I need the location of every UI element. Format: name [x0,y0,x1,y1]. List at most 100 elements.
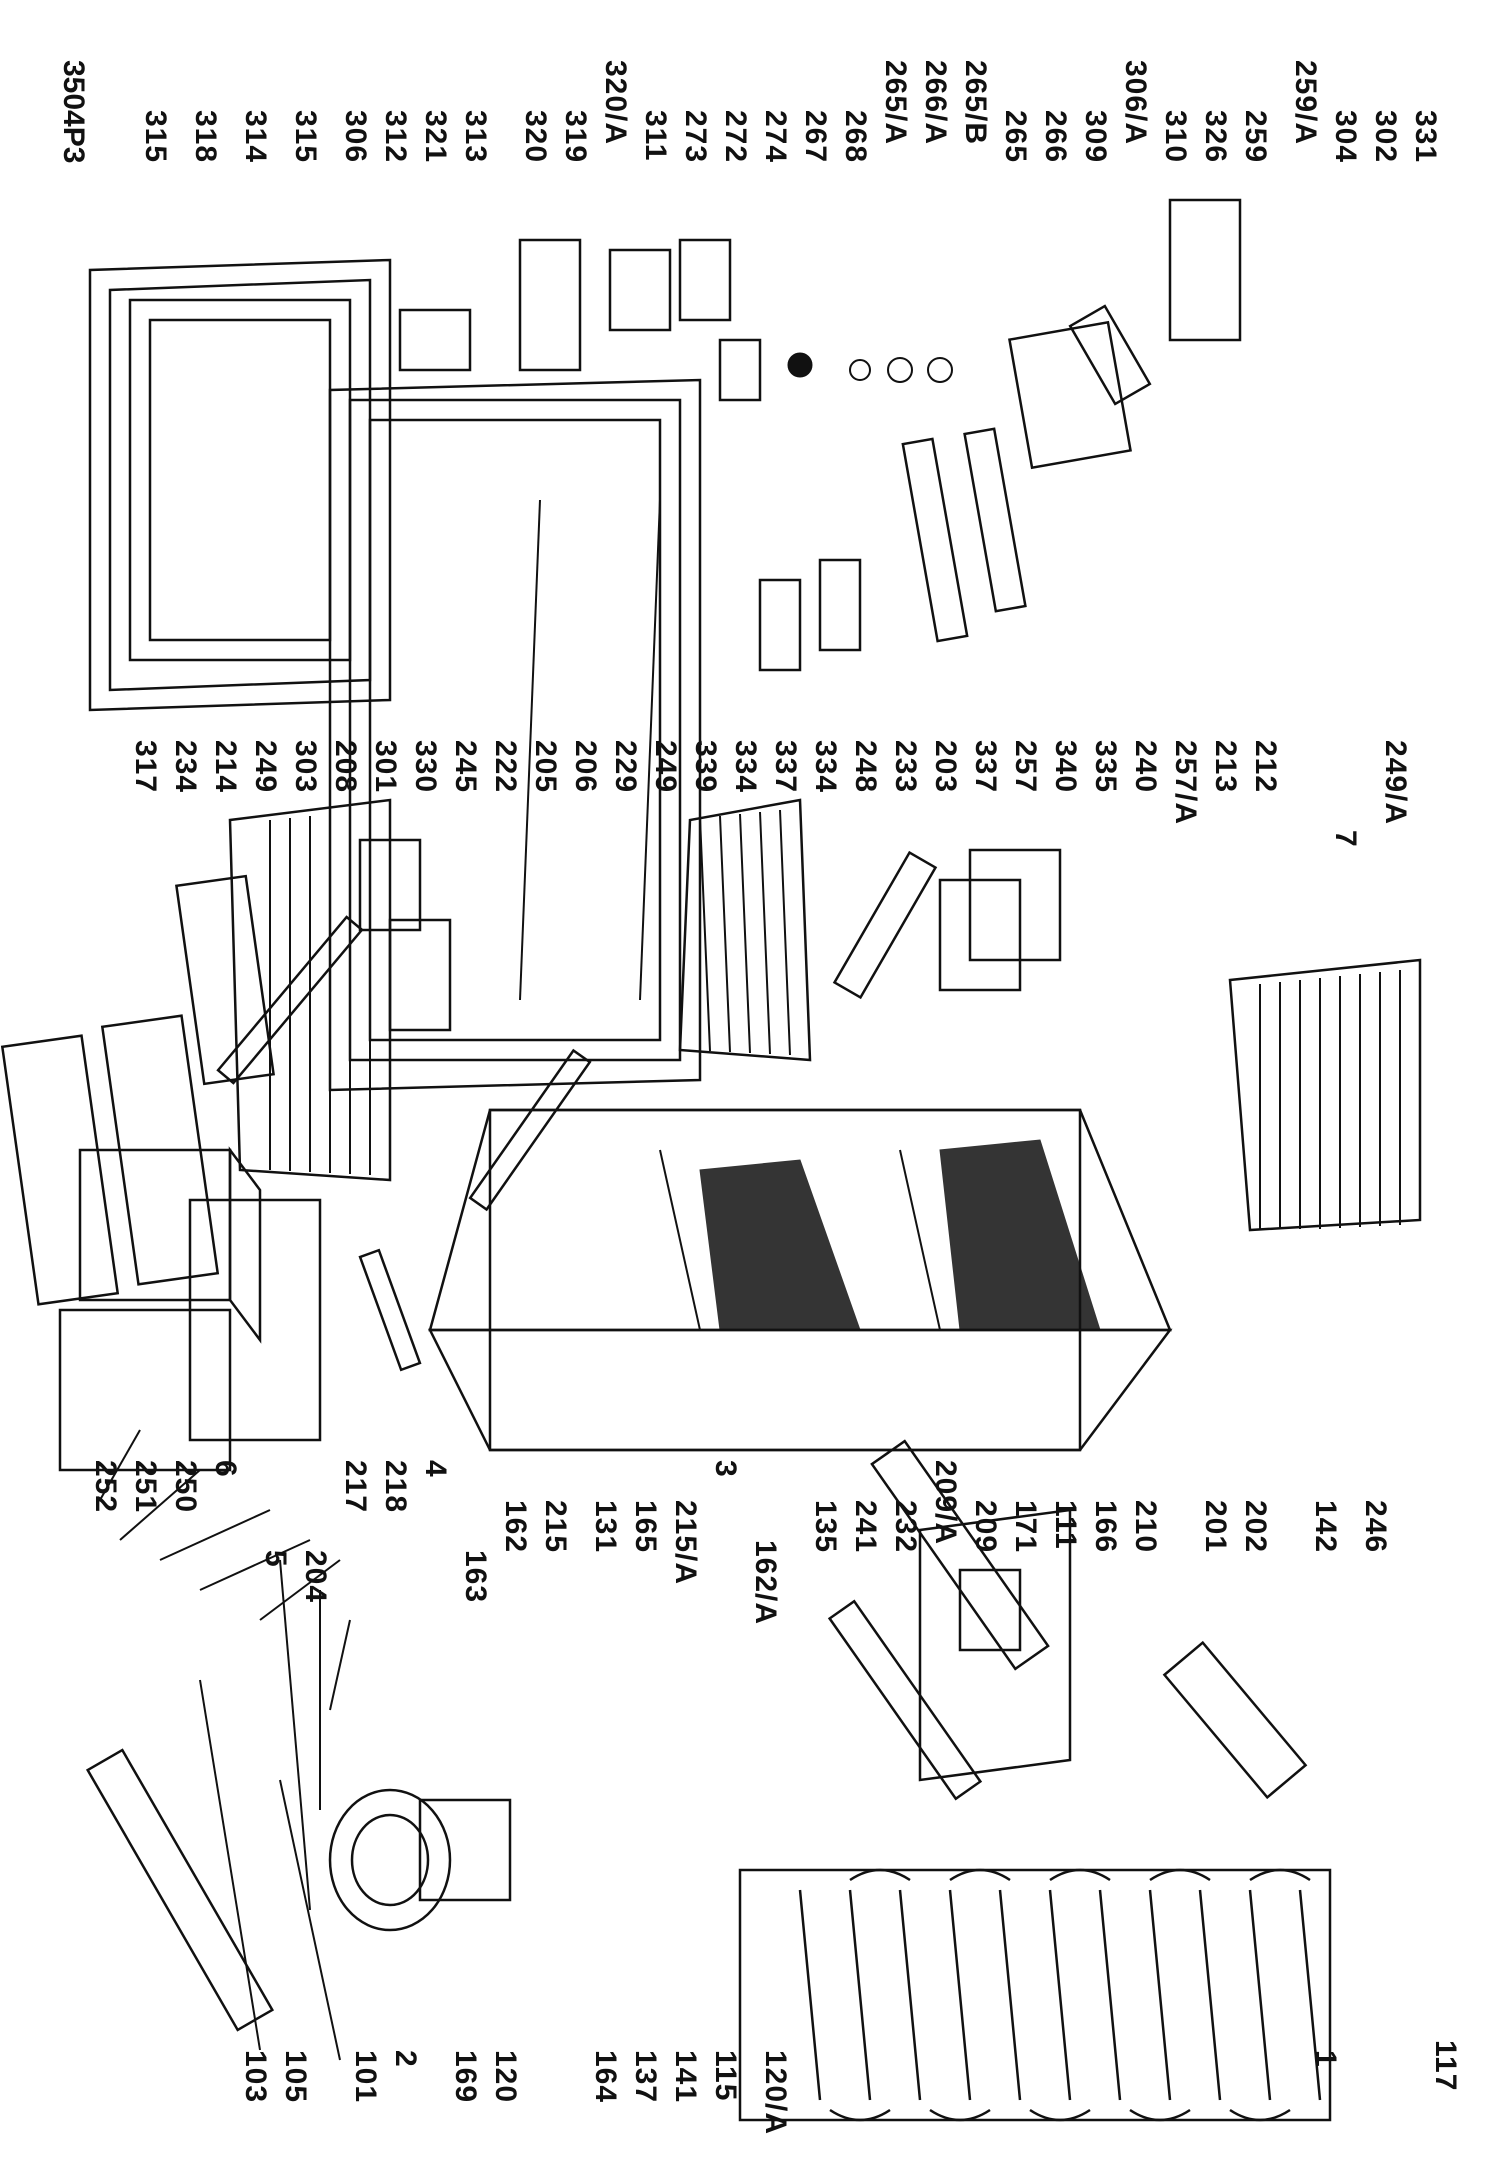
part-label: 326 [1199,110,1232,164]
part-label: 229 [609,740,642,794]
part-label: 304 [1329,110,1362,164]
glass-shelf-250 [188,1198,322,1442]
part-label: 217 [339,1460,372,1514]
part-label: 163 [459,1550,492,1604]
part-label: 248 [849,740,882,794]
door-small-bins [398,238,732,372]
part-label: 313 [459,110,492,164]
leader-lines-bottom [99,1429,351,2061]
part-label: 267 [799,110,832,164]
part-label: 213 [1209,740,1242,794]
part-label: 117 [1429,2040,1462,2092]
part-label: 203 [929,740,962,794]
part-label: 306/A [1119,60,1152,146]
part-label: 171 [1009,1500,1042,1554]
part-label: 335 [1089,740,1122,794]
part-label: 214 [209,740,242,794]
compressor [328,1788,512,1932]
part-label: 4 [419,1460,452,1478]
part-label: 218 [379,1460,412,1514]
part-label: 265/B [959,60,992,146]
part-label: 120/A [759,2050,792,2136]
part-label: 6 [209,1460,242,1478]
part-label: 257 [1009,740,1042,794]
part-label: 141 [669,2050,702,2104]
part-label: 310 [1159,110,1192,164]
part-label: 330 [409,740,442,794]
part-label: 268 [839,110,872,164]
part-label: 337 [769,740,802,794]
part-label: 272 [719,110,752,164]
wire-shelf-246 [1228,958,1422,1232]
part-label: 111 [1049,1500,1082,1550]
door-bins [0,838,452,1306]
part-label: 301 [369,740,402,794]
part-label: 265 [999,110,1032,164]
part-label: 204 [299,1550,332,1604]
part-label: 337 [969,740,1002,794]
part-label: 252 [89,1460,122,1514]
part-label: 222 [489,740,522,794]
part-label: 302 [1369,110,1402,164]
part-label: 169 [449,2050,482,2104]
part-label: 209 [969,1500,1002,1554]
part-label: 340 [1049,740,1082,794]
part-label: 257/A [1169,740,1202,826]
part-label: 331 [1409,110,1442,164]
part-label: 135 [809,1500,842,1554]
part-label: 2 [389,2050,422,2068]
part-label: 120 [489,2050,522,2104]
part-label: 309 [1079,110,1112,164]
part-label: 314 [239,110,272,164]
part-label: 334 [729,740,762,794]
part-label: 232 [889,1500,922,1554]
part-label: 215/A [669,1500,702,1586]
part-label: 250 [169,1460,202,1514]
part-label: 215 [539,1500,572,1554]
part-label: 201 [1199,1500,1232,1554]
fridge-door [328,378,702,1092]
small-door-parts [718,198,1242,470]
part-label: 246 [1359,1500,1392,1554]
part-label: 259/A [1289,60,1322,146]
part-label: 103 [239,2050,272,2104]
part-label: 315 [289,110,322,164]
part-label: 240 [1129,740,1162,794]
door-rails [758,427,1027,672]
part-label: 1 [1309,2050,1342,2068]
part-label: 206 [569,740,602,794]
part-label: 131 [589,1500,622,1554]
part-label: 320 [519,110,552,164]
part-label: 105 [279,2050,312,2104]
part-label: 101 [349,2050,382,2104]
part-label: 306 [339,110,372,164]
part-label: 265/A [879,60,912,146]
part-label: 142 [1309,1500,1342,1554]
part-label: 312 [379,110,412,164]
part-label: 208 [329,740,362,794]
control-panel [918,1508,1072,1782]
condenser-coil [738,1868,1332,2122]
part-label: 317 [129,740,162,794]
diagram-code: 3504P3 [57,60,90,164]
crisper-drawers [58,1146,262,1472]
part-label: 166 [1089,1500,1122,1554]
part-label: 251 [129,1460,162,1514]
cabinet-body [427,1108,1173,1452]
part-label: 7 [1329,830,1362,848]
part-label: 164 [589,2050,622,2104]
part-label: 249 [249,740,282,794]
part-label: 311 [639,110,672,162]
base-parts [85,1439,1308,2032]
ice-tray-and-box [938,304,1152,992]
part-label: 334 [809,740,842,794]
part-label: 249/A [1379,740,1412,826]
part-label: 303 [289,740,322,794]
part-label: 315 [139,110,172,164]
part-label: 209/A [929,1460,962,1546]
part-label: 165 [629,1500,662,1554]
part-label: 137 [629,2050,662,2104]
trim-bars [216,850,938,1372]
